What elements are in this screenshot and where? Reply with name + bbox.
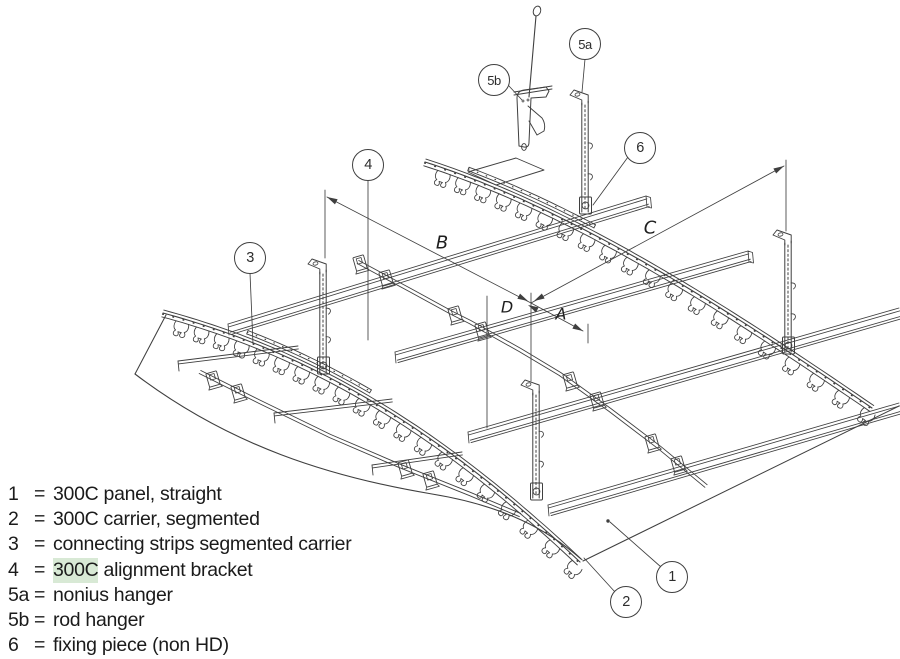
callout-5b-label: 5b [487, 72, 501, 88]
rod-hanger [513, 5, 553, 151]
legend-num: 3 [8, 533, 19, 556]
callout-1: 1 [656, 561, 688, 593]
panel-piece [467, 157, 545, 186]
legend-row-7: 6=fixing piece (non HD) [8, 633, 351, 658]
callout-6-label: 6 [636, 140, 644, 156]
dim-label-B: B [435, 232, 449, 254]
callout-2-label: 2 [622, 594, 630, 610]
dim-label-C: C [643, 217, 657, 239]
callout-4-label: 4 [364, 157, 372, 173]
connecting-strips [246, 166, 596, 394]
dim-label-D: D [500, 297, 514, 317]
callout-6: 6 [624, 132, 656, 164]
legend-row-2: 2=300C carrier, segmented [8, 507, 351, 532]
alignment-straps [198, 260, 708, 518]
callout-4: 4 [352, 149, 384, 181]
callout-3: 3 [234, 242, 266, 274]
legend-num: 4 [8, 558, 19, 581]
legend: 1=300C panel, straight 2=300C carrier, s… [8, 482, 352, 658]
legend-row-5: 5a=nonius hanger [8, 583, 351, 608]
legend-text: fixing piece (non HD) [53, 634, 229, 657]
legend-row-3: 3=connecting strips segmented carrier [8, 532, 352, 557]
legend-row-4: 4=300C alignment bracket [8, 557, 351, 583]
callout-1-label: 1 [668, 569, 676, 585]
legend-text: 300C panel, straight [53, 483, 222, 505]
legend-text: alignment bracket [98, 558, 253, 581]
dim-label-A: A [555, 304, 567, 324]
legend-num: 6 [8, 634, 19, 657]
segmented-carrier-front [161, 309, 583, 579]
segmented-carrier-back [423, 158, 876, 427]
legend-num: 5b [8, 609, 30, 632]
nonius-hangers [307, 89, 796, 501]
panel-edges [227, 195, 900, 562]
dimension-lines [324, 159, 787, 429]
legend-text: nonius hanger [53, 583, 173, 606]
legend-num: 5a [8, 583, 30, 606]
callout-leader-lines [249, 58, 662, 593]
legend-text: 300C carrier, segmented [53, 508, 260, 531]
callout-5a-label: 5a [578, 36, 592, 52]
callout-5b: 5b [478, 64, 510, 96]
legend-row-6: 5b=rod hanger [8, 608, 351, 633]
legend-text: connecting strips segmented carrier [53, 533, 352, 556]
legend-num: 1 [8, 483, 19, 505]
legend-row-1: 1=300C panel, straight [8, 482, 351, 507]
callout-3-label: 3 [246, 250, 254, 266]
legend-text: rod hanger [53, 609, 145, 632]
callout-2: 2 [610, 586, 642, 618]
legend-num: 2 [8, 508, 19, 531]
alignment-brackets [205, 254, 688, 491]
callout-5a: 5a [569, 28, 601, 60]
